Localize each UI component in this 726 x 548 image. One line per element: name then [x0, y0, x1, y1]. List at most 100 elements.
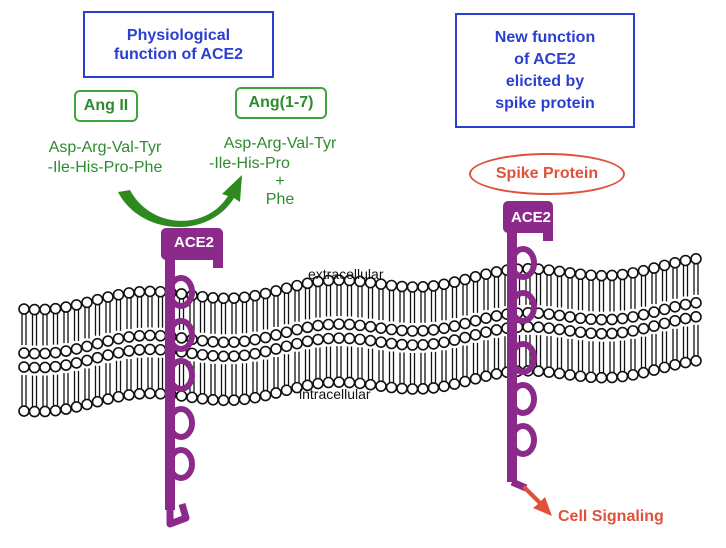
lipid-head-outer [553, 265, 566, 278]
lipid-head-middle [175, 332, 188, 344]
lipid-head-middle [543, 322, 555, 334]
lipid-head-middle [574, 312, 587, 325]
lipid-head-middle [417, 339, 429, 351]
lipid-head-middle [448, 334, 461, 346]
ace2-coil-loop [509, 246, 537, 280]
lipid-head-middle [291, 323, 303, 336]
lipid-head-middle [270, 343, 282, 355]
lipid-head-inner [490, 368, 503, 380]
lipid-head-inner [448, 378, 461, 390]
lipid-head-outer [259, 287, 272, 300]
lipid-head-middle [312, 319, 324, 332]
lipid-head-inner [70, 401, 83, 413]
lipid-head-inner [459, 375, 471, 388]
lipid-head-middle [627, 311, 639, 323]
lipid-head-middle [543, 308, 555, 320]
lipid-head-middle [112, 332, 125, 345]
lipid-head-middle [333, 318, 345, 330]
ang17-seq-line2: -Ile-His-Pro [209, 155, 290, 172]
physiological-function-box: Physiological function of ACE2 [83, 11, 274, 78]
lipid-head-middle [595, 327, 608, 340]
lipid-head-middle [574, 326, 587, 339]
lipid-head-middle [196, 348, 209, 361]
lipid-head-middle [364, 320, 377, 333]
lipid-head-middle [228, 336, 240, 348]
lipid-head-outer [39, 303, 51, 316]
lipid-head-outer [270, 285, 282, 297]
lipid-head-middle [123, 331, 135, 343]
cell-signaling-label: Cell Signaling [558, 508, 664, 525]
lipid-head-middle [196, 334, 209, 347]
lipid-head-middle [648, 320, 660, 332]
lipid-head-outer [196, 290, 209, 303]
lipid-head-outer [70, 299, 83, 311]
lipid-head-middle [585, 313, 597, 326]
lipid-head-middle [532, 321, 545, 333]
lipid-head-outer [81, 296, 93, 309]
lipid-head-inner [133, 388, 146, 400]
lipid-head-middle [81, 354, 93, 367]
lipid-head-middle [375, 322, 387, 334]
lipid-head-inner [291, 381, 303, 394]
lipid-head-outer [595, 269, 608, 282]
lipid-head-outer [627, 267, 639, 279]
new-function-box: New function of ACE2 elicited by spike p… [455, 13, 635, 128]
lipid-head-inner [123, 389, 135, 401]
lipid-head-inner [154, 387, 167, 400]
lipid-head-inner [595, 371, 608, 384]
lipid-head-middle [28, 361, 41, 374]
lipid-head-outer [60, 301, 72, 313]
lipid-head-middle [606, 327, 618, 340]
lipid-head-middle [91, 337, 104, 350]
lipid-head-outer [154, 285, 167, 298]
lipid-head-inner [417, 383, 429, 395]
lipid-head-outer [459, 273, 471, 286]
lipid-head-middle [60, 345, 72, 357]
ang2-label: Ang II [74, 90, 138, 122]
lipid-head-middle [553, 309, 566, 322]
lipid-head-middle [70, 343, 83, 355]
lipid-head-inner [637, 366, 650, 379]
lipid-head-inner [669, 358, 681, 371]
lipid-head-inner [616, 370, 629, 383]
lipid-head-outer [427, 280, 440, 292]
lipid-head-middle [238, 335, 251, 348]
lipid-head-inner [543, 366, 555, 378]
lipid-head-middle [627, 325, 639, 337]
lipid-head-middle [553, 323, 566, 336]
lipid-head-middle [259, 345, 272, 358]
lipid-head-middle [585, 327, 597, 340]
lipid-head-outer [480, 268, 492, 281]
lipid-head-outer [144, 285, 156, 298]
lipid-head-outer [606, 269, 618, 282]
ang17-phe: Phe [265, 191, 295, 208]
lipid-head-middle [459, 331, 471, 344]
lipid-head-middle [490, 310, 503, 322]
physiological-title-line1: Physiological [126, 26, 231, 44]
lipid-head-inner [196, 392, 209, 405]
lipid-head-outer [291, 279, 303, 292]
lipid-head-inner [679, 356, 692, 369]
lipid-head-middle [291, 337, 303, 350]
ace2-right-protein [503, 201, 553, 492]
lipid-head-outer [112, 288, 125, 301]
lipid-head-middle [312, 333, 324, 346]
lipid-head-inner [217, 394, 230, 407]
lipid-head-inner [375, 380, 387, 392]
lipid-head-outer [616, 268, 629, 281]
lipid-head-middle [448, 320, 461, 332]
ace2-left-protein [161, 228, 223, 528]
lipid-head-middle [60, 359, 72, 371]
lipid-head-outer [406, 281, 419, 293]
lipid-head-outer [417, 281, 429, 293]
lipid-head-middle [133, 344, 146, 356]
lipid-head-outer [543, 264, 555, 276]
lipid-head-inner [532, 365, 545, 377]
lipid-head-middle [70, 357, 83, 369]
lipid-head-middle [259, 331, 272, 344]
lipid-head-outer [658, 259, 671, 272]
lipid-head-outer [490, 266, 503, 278]
lipid-head-outer [238, 291, 251, 304]
lipid-head-outer [585, 269, 597, 282]
lipid-head-middle [480, 312, 492, 325]
